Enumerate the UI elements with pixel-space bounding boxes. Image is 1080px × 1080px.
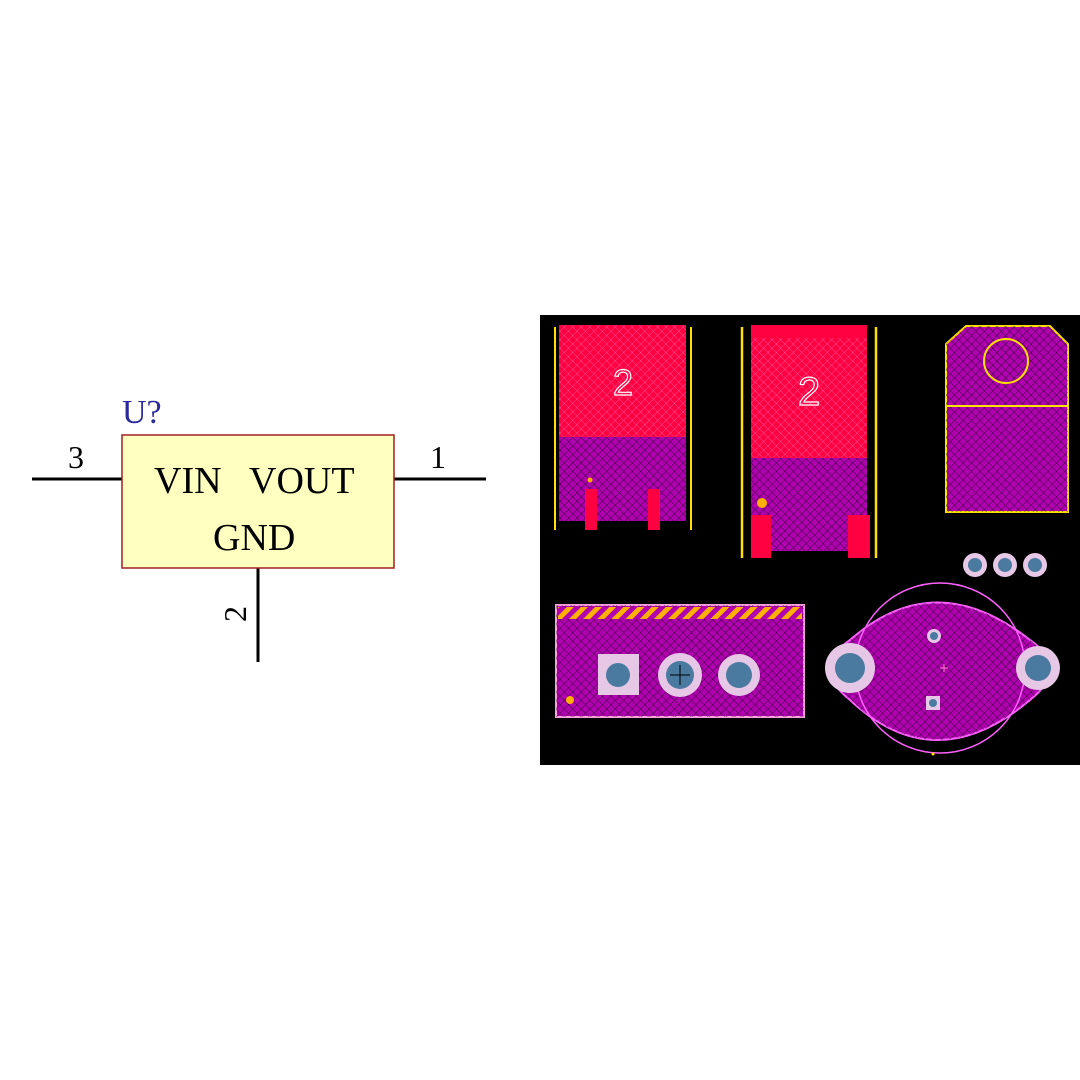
sip-pin1-marker <box>566 696 574 704</box>
to220-pin-hole <box>998 558 1012 572</box>
sip-tab-stripe <box>558 607 802 619</box>
dpak-tab-label: 2 <box>613 362 633 403</box>
to220-mount-hole <box>983 338 1029 384</box>
pcb-panel: 2 2 <box>540 315 1080 765</box>
d2pak-pin-pad-3 <box>848 515 870 558</box>
to3-footprint <box>825 582 1060 756</box>
to3-mount-hole-right <box>1025 655 1051 681</box>
to220-footprint <box>945 325 1069 577</box>
to220-pin-hole <box>1028 558 1042 572</box>
d2pak-tab-label: 2 <box>798 370 820 414</box>
dpak-pin-pad-3 <box>648 489 660 530</box>
pin-number-vout: 1 <box>430 439 446 475</box>
schematic-symbol: U? 3 1 2 VIN VOUT GND <box>32 394 486 662</box>
regulator-body <box>121 434 395 569</box>
to220-pin-hole <box>968 558 982 572</box>
designator: U? <box>122 394 162 431</box>
to220-pins <box>963 553 1047 577</box>
to3-mount-hole-left <box>835 653 865 683</box>
to220-horizontal-footprint <box>555 604 805 718</box>
label-vin: VIN <box>154 460 222 502</box>
dpak-pin-pad-1 <box>585 489 597 530</box>
dpak-pin1-marker <box>587 477 593 483</box>
pin-number-gnd: 2 <box>217 606 253 622</box>
d2pak-pin1-marker <box>757 498 767 508</box>
label-gnd: GND <box>213 517 295 559</box>
label-vout: VOUT <box>249 460 355 502</box>
pin-number-vin: 3 <box>68 439 84 475</box>
dpak-footprint: 2 <box>554 325 692 530</box>
d2pak-footprint: 2 <box>740 325 878 558</box>
d2pak-pin-pad-1 <box>751 515 771 558</box>
sip-pad-3-hole <box>726 662 752 688</box>
sip-pad-1-hole <box>606 663 630 687</box>
